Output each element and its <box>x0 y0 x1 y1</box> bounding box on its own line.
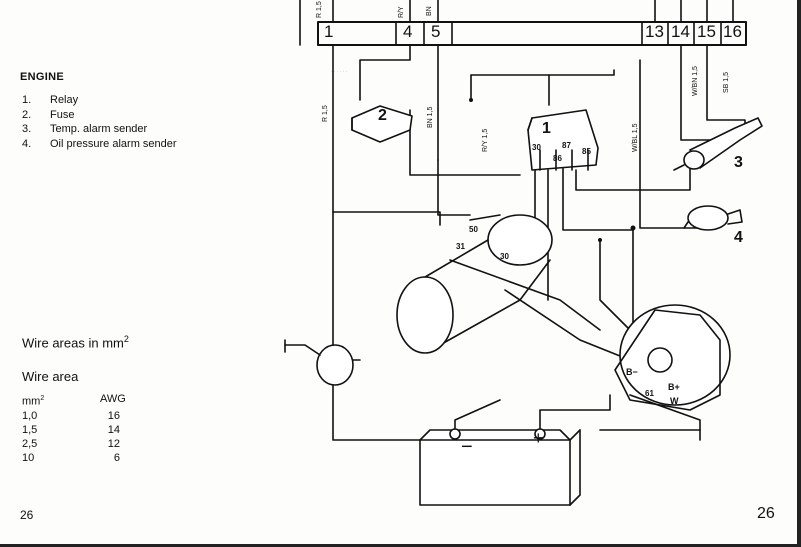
legend-item-label: Fuse <box>50 108 75 121</box>
wire-table-col-mm-text: mm <box>22 395 41 408</box>
relay-pin-87: 87 <box>562 141 571 150</box>
terminal-14: 14 <box>671 22 690 41</box>
wire-area-subtitle: Wire area <box>22 369 79 384</box>
legend-item: 1. Relay <box>22 93 177 108</box>
legend-item-label: Relay <box>50 94 79 106</box>
callout-temp-sender: 3 <box>734 154 743 171</box>
battery-plus-label: + <box>533 428 544 448</box>
wire-mm: 1,5 <box>22 423 38 436</box>
page-number-left: 26 <box>20 508 34 522</box>
wire-label-r15-top: R 1,5 <box>316 1 323 18</box>
legend-item-num: 4. <box>22 137 32 150</box>
table-row: 1,0 16 <box>22 409 126 423</box>
wire-label-wbl15: W/BL 1,5 <box>632 123 639 152</box>
wire-table-col-mm: mm2 <box>22 392 100 409</box>
alternator-pin-61: 61 <box>645 389 654 398</box>
wire-awg: 12 <box>107 437 120 450</box>
relay-pin-85: 85 <box>582 147 591 156</box>
wire-table-col-awg: AWG <box>100 393 126 405</box>
battery-minus-label: − <box>461 436 473 458</box>
wire-areas-title: Wire areas in mm2 <box>22 334 129 350</box>
legend-item-num: 1. <box>22 94 32 106</box>
page-edge-right <box>797 0 801 547</box>
legend-list: 1. Relay 2. Fuse 3. Temp. alarm sender 4. Oi… <box>22 93 177 151</box>
wire-label-r15: R 1,5 <box>322 105 329 122</box>
terminal-5: 5 <box>431 22 441 41</box>
terminal-4: 4 <box>403 22 413 41</box>
alternator-pin-w: W <box>670 396 679 406</box>
wire-label-sb15: SB 1,5 <box>723 71 730 93</box>
wire-awg: 6 <box>113 451 120 464</box>
legend-item-num: 3. <box>22 123 32 135</box>
relay-pin-30: 30 <box>532 143 541 152</box>
wire-label-ry15: R/Y 1,5 <box>482 128 489 152</box>
wire-mm: 2,5 <box>22 437 38 450</box>
starter-pin-31: 31 <box>456 242 465 251</box>
callout-fuse: 2 <box>378 107 387 124</box>
callout-oil-sender: 4 <box>734 229 743 246</box>
legend-item-num: 2. <box>22 108 32 121</box>
table-row: 10 6 <box>22 451 126 465</box>
wire-label-bn-top: BN <box>426 6 433 16</box>
alternator-pin-bplus: B+ <box>668 382 680 392</box>
wire-awg: 14 <box>107 423 120 436</box>
page-number-right: 26 <box>757 505 775 522</box>
wire-mm: 10 <box>22 451 35 464</box>
legend-item: 4. Oil pressure alarm sender <box>22 137 177 152</box>
starter-pin-50: 50 <box>469 225 478 234</box>
page-edge-bottom <box>0 544 801 547</box>
wire-label-ry-top: R/Y <box>398 6 405 18</box>
legend-item-label: Oil pressure alarm sender <box>50 137 177 150</box>
relay-pin-86: 86 <box>553 154 562 163</box>
table-row: 2,5 12 <box>22 437 126 451</box>
starter-pin-30: 30 <box>500 252 509 261</box>
terminal-1: 1 <box>324 22 334 41</box>
legend-item-label: Temp. alarm sender <box>50 123 148 135</box>
ghost-text: ······ <box>330 66 348 76</box>
wire-areas-title-sup: 2 <box>123 334 129 344</box>
wire-table-header: mm2 AWG <box>22 392 126 409</box>
terminal-16: 16 <box>723 22 742 41</box>
wire-areas-title-text: Wire areas in mm <box>22 335 124 351</box>
wire-table-col-mm-sup: 2 <box>40 395 45 402</box>
wire-mm: 1,0 <box>22 409 38 422</box>
legend-title: ENGINE <box>20 71 64 83</box>
wire-label-bn15: BN 1,5 <box>427 106 434 128</box>
wire-area-table: mm2 AWG 1,0 16 1,5 14 2,5 12 10 6 <box>22 392 126 465</box>
table-row: 1,5 14 <box>22 423 126 437</box>
legend-item: 3. Temp. alarm sender <box>22 122 177 137</box>
wire-label-wbn15: W/BN 1,5 <box>692 66 699 96</box>
legend-item: 2. Fuse <box>22 108 177 123</box>
terminal-15: 15 <box>697 22 716 41</box>
alternator-pin-bminus: B− <box>626 367 638 377</box>
callout-relay: 1 <box>542 120 551 137</box>
terminal-13: 13 <box>645 22 664 41</box>
wire-awg: 16 <box>107 409 120 422</box>
